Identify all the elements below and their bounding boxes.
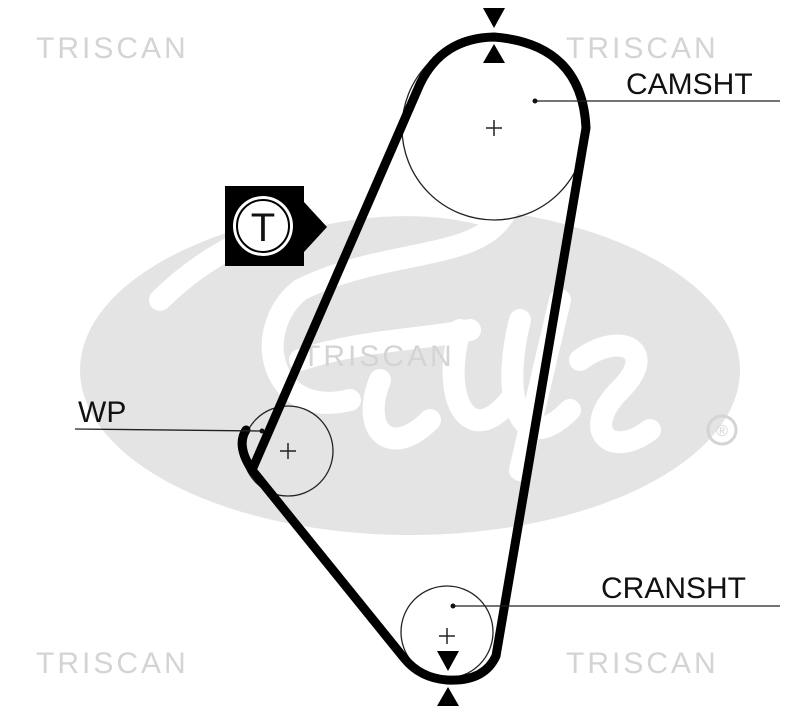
tensioner-label: T — [251, 206, 275, 250]
triscan-watermark-bottom-right: TRISCAN — [566, 647, 719, 680]
water-pump-center-mark — [280, 443, 296, 459]
water-pump-label: WP — [78, 396, 126, 429]
triscan-watermark-bottom-left: TRISCAN — [36, 647, 189, 680]
triscan-watermark-top-right: TRISCAN — [566, 32, 719, 65]
water-pump-leader-dot — [259, 428, 265, 434]
camshaft-leader-dot — [532, 98, 538, 104]
crankshaft-label: CRANSHT — [601, 572, 746, 605]
double-triangle-marker-top-icon — [483, 8, 505, 63]
crankshaft-leader-dot — [450, 603, 456, 609]
double-triangle-marker-bottom-icon — [437, 651, 459, 706]
registered-mark: ® — [716, 423, 728, 440]
timing-belt — [247, 32, 591, 685]
water-pump-leader — [74, 428, 263, 432]
timing-belt-wp-wrap — [237, 425, 257, 475]
camshaft-label: CAMSHT — [626, 68, 753, 101]
tensioner-tag-icon: T — [225, 186, 327, 266]
registered-mark-ring — [706, 414, 738, 446]
camshaft-center-mark — [486, 120, 502, 136]
triscan-watermark-top-left: TRISCAN — [36, 32, 189, 65]
crankshaft-center-mark — [439, 628, 455, 644]
triscan-watermark-center: TRISCAN — [302, 340, 455, 373]
gates-logo-script — [149, 194, 661, 481]
